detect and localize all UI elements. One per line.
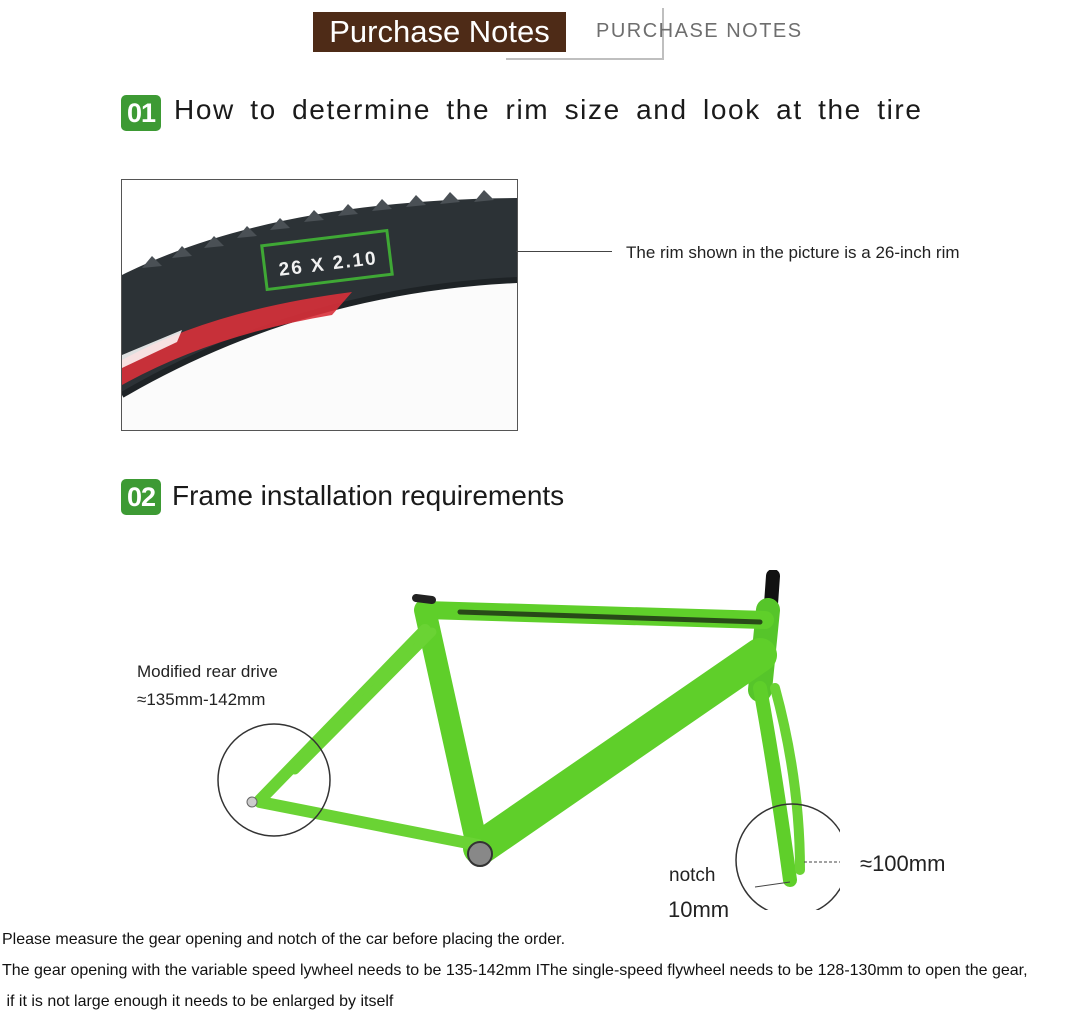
header-subtitle: PURCHASE NOTES bbox=[596, 20, 803, 42]
header-frame-decoration bbox=[506, 8, 664, 60]
tire-note-leader-line bbox=[516, 251, 612, 252]
header-title: Purchase Notes bbox=[329, 14, 550, 49]
footer-line-1: Please measure the gear opening and notc… bbox=[2, 931, 566, 948]
tire-photo: 26 X 2.10 bbox=[121, 179, 518, 431]
footer-line-3: if it is not large enough it needs to be… bbox=[2, 993, 394, 1010]
header-title-box bbox=[313, 12, 566, 52]
tire-illustration: 26 X 2.10 bbox=[122, 190, 517, 430]
section2-title: Frame installation requirements bbox=[172, 480, 565, 511]
section1-badge: 01 bbox=[121, 95, 161, 131]
section1-title: How to determine the rim size and look a… bbox=[174, 94, 923, 125]
rear-drive-value: ≈135mm-142mm bbox=[137, 690, 266, 709]
notch-value: 10mm bbox=[668, 897, 730, 922]
bike-frame-illustration bbox=[217, 569, 850, 917]
notch-label: notch bbox=[669, 865, 716, 886]
footer-line-2: The gear opening with the variable speed… bbox=[2, 962, 1028, 979]
fork-width-value: ≈100mm bbox=[860, 851, 946, 876]
rear-drive-label: Modified rear drive bbox=[137, 662, 278, 681]
tire-note: The rim shown in the picture is a 26-inc… bbox=[626, 243, 960, 262]
section2-badge: 02 bbox=[121, 479, 161, 515]
frame-diagram bbox=[200, 569, 850, 917]
